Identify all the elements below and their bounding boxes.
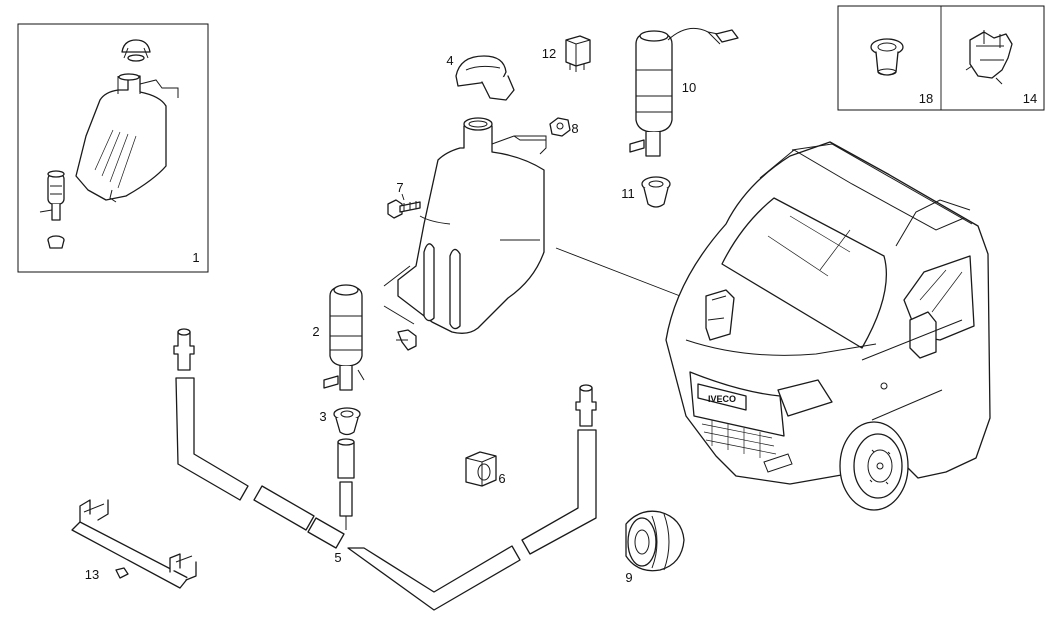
van-front-wheel <box>839 421 909 511</box>
inset-box-parts-18-14: 18 14 <box>837 5 1045 111</box>
inset-reservoir <box>75 73 179 203</box>
van-illustration: IVECO <box>665 141 991 511</box>
callout-13: 13 <box>85 567 99 582</box>
callout-2: 2 <box>312 324 319 339</box>
part-8-nut: 8 <box>549 117 579 137</box>
part-7-screw: 7 <box>387 180 421 219</box>
callout-5: 5 <box>334 550 341 565</box>
inset-box-part-1: 1 <box>17 23 209 273</box>
callout-4: 4 <box>446 53 453 68</box>
callout-11: 11 <box>621 186 635 201</box>
callout-18: 18 <box>919 91 933 106</box>
part-3-grommet: 3 <box>319 407 361 436</box>
callout-14: 14 <box>1023 91 1037 106</box>
inset-grommet <box>47 235 65 249</box>
callout-6: 6 <box>498 471 505 486</box>
part-9-bellows: 9 <box>625 510 685 585</box>
callout-12: 12 <box>542 46 556 61</box>
washer-reservoir <box>383 117 547 351</box>
part-4-filler-cap: 4 <box>446 53 515 101</box>
part-12-relay: 12 <box>542 35 591 72</box>
callout-1: 1 <box>192 250 199 265</box>
part-6-clip: 6 <box>465 451 506 487</box>
callout-3: 3 <box>319 409 326 424</box>
callout-9: 9 <box>625 570 632 585</box>
callout-8: 8 <box>571 121 578 136</box>
part-18-grommet <box>870 38 904 76</box>
part-13-bracket: 13 <box>71 499 197 589</box>
part-5-hose-assembly: 5 <box>173 328 597 611</box>
part-11-grommet: 11 <box>621 176 671 208</box>
inset-cap <box>121 39 151 62</box>
inset-pump <box>39 170 65 221</box>
grille-badge: IVECO <box>708 394 736 404</box>
callout-7: 7 <box>396 180 403 195</box>
part-2-pump: 2 <box>312 284 365 391</box>
part-10-pump: 10 <box>629 27 739 157</box>
callout-10: 10 <box>682 80 696 95</box>
part-14-clip <box>965 30 1013 85</box>
